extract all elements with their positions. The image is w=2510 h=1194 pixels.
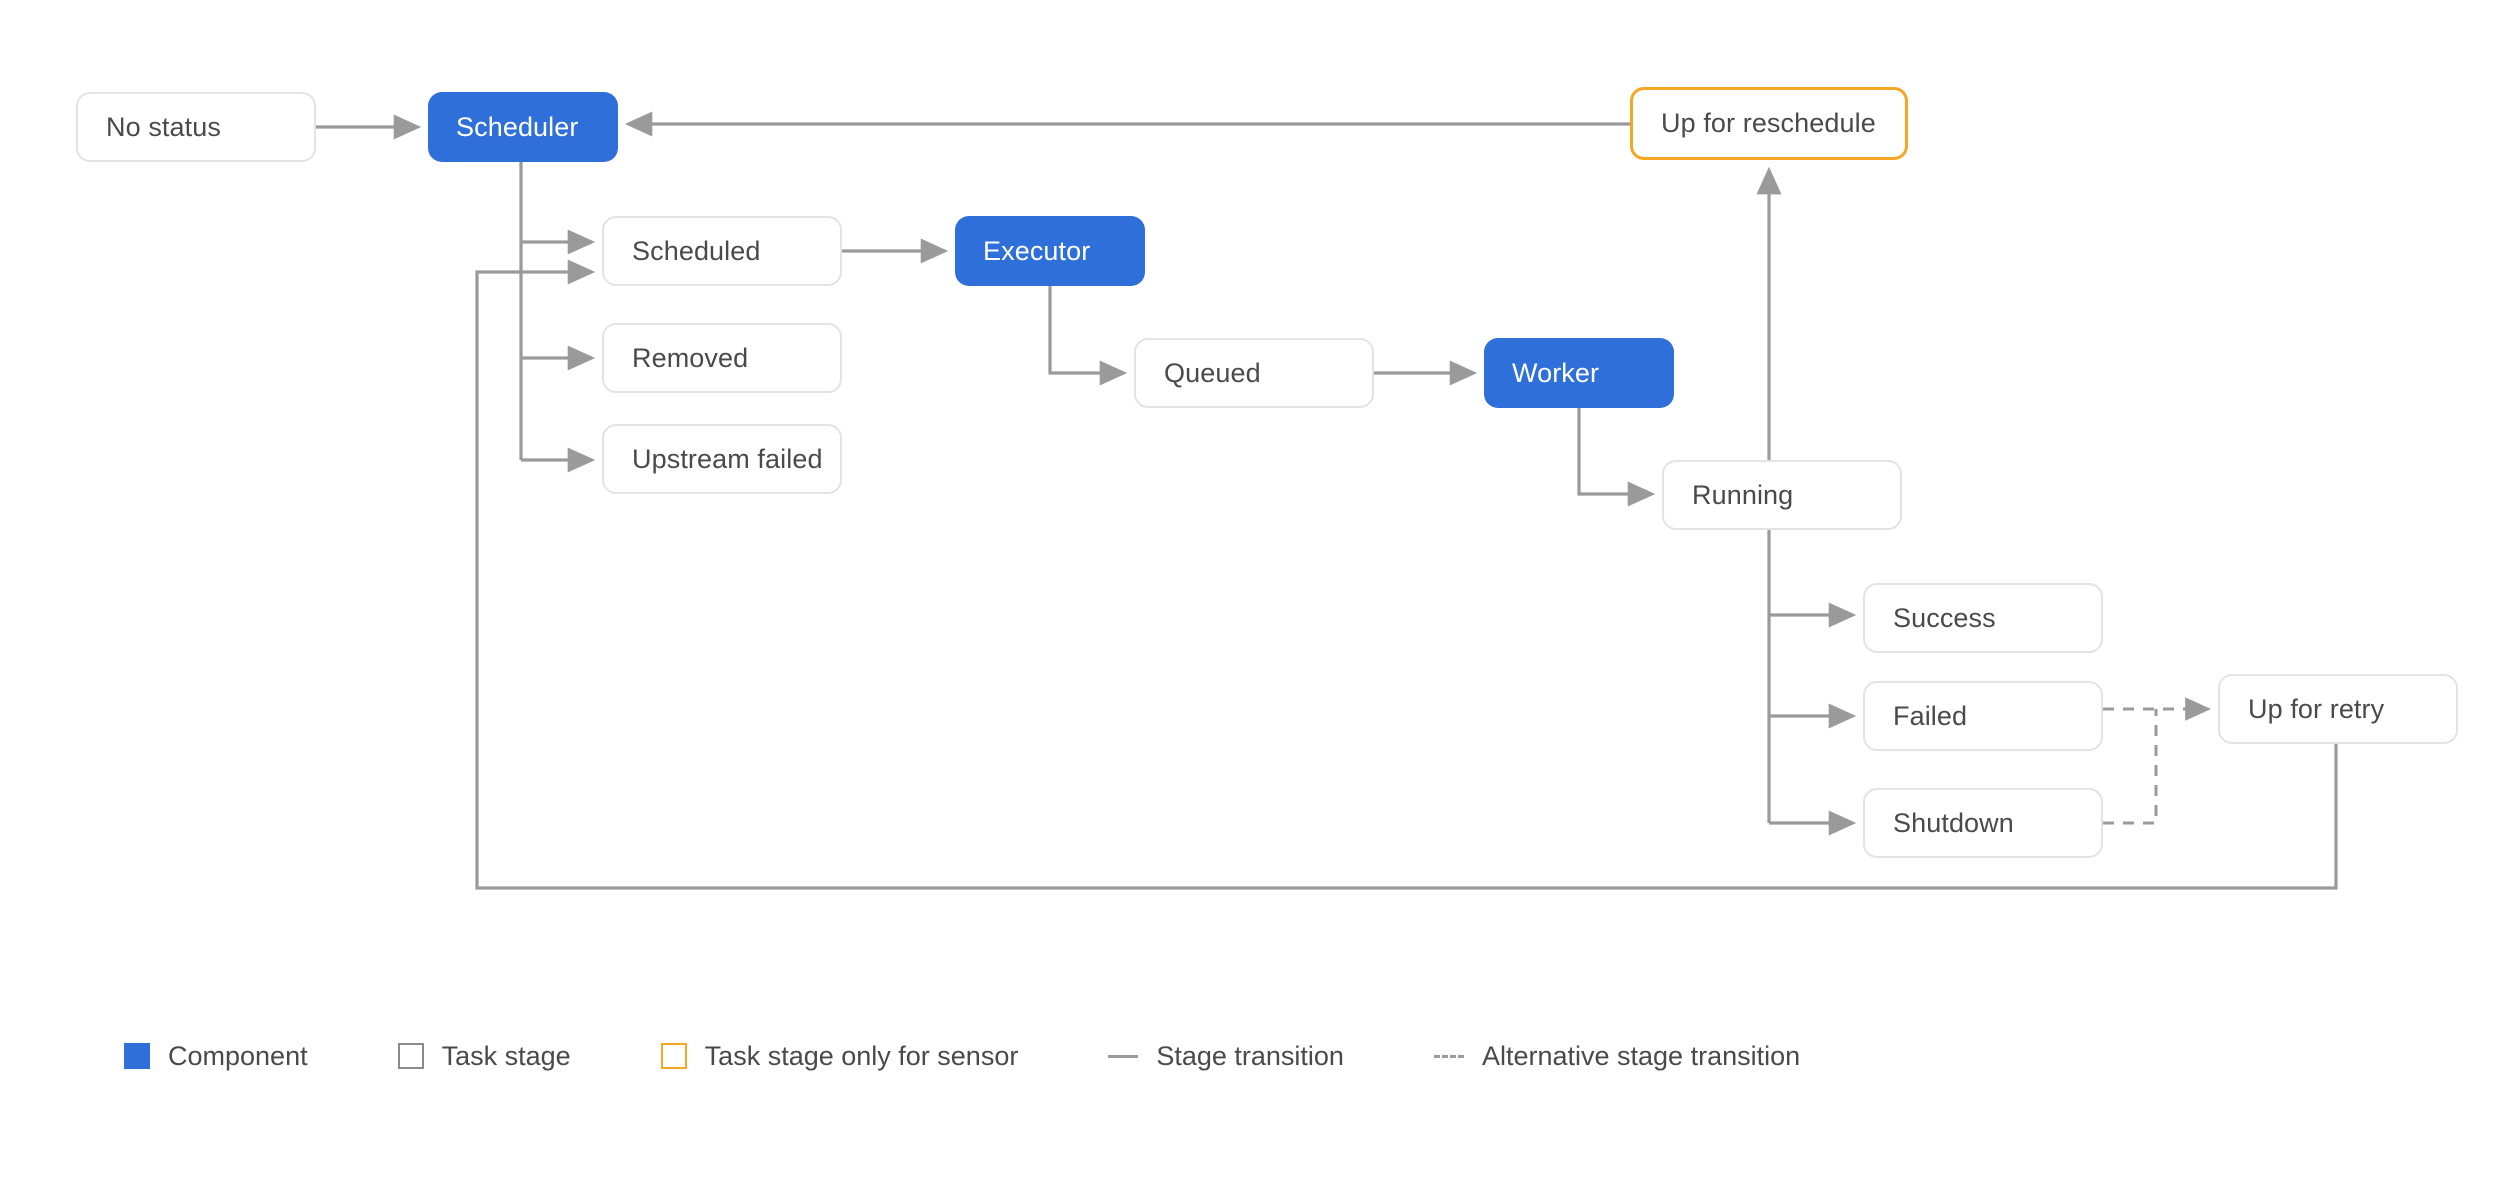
node-shutdown[interactable]: Shutdown <box>1863 788 2103 858</box>
node-running[interactable]: Running <box>1662 460 1902 530</box>
node-label: Success <box>1893 602 1996 633</box>
node-label: No status <box>106 111 221 142</box>
task-stage-sensor-swatch-icon <box>660 1043 687 1069</box>
node-label: Failed <box>1893 700 1968 731</box>
node-removed[interactable]: Removed <box>602 323 842 393</box>
legend: Component Task stage Task stage only for… <box>124 1026 1800 1086</box>
legend-label: Task stage only for sensor <box>704 1040 1019 1071</box>
node-label: Scheduler <box>456 111 579 142</box>
node-scheduled[interactable]: Scheduled <box>602 216 842 286</box>
legend-item-component: Component <box>124 1026 308 1086</box>
legend-label: Component <box>168 1040 308 1071</box>
node-up-for-retry[interactable]: Up for retry <box>2218 674 2458 744</box>
legend-label: Alternative stage transition <box>1481 1040 1801 1071</box>
edge-shutdown-to-up-for-retry <box>2103 709 2158 825</box>
node-upstream-failed[interactable]: Upstream failed <box>602 424 842 494</box>
node-label: Queued <box>1164 357 1261 388</box>
node-label: Removed <box>632 342 749 373</box>
node-executor[interactable]: Executor <box>955 216 1145 286</box>
node-no-status[interactable]: No status <box>76 92 316 162</box>
node-worker[interactable]: Worker <box>1484 338 1674 408</box>
legend-item-alternative-stage-transition: Alternative stage transition <box>1433 1026 1801 1086</box>
node-label: Running <box>1692 479 1794 510</box>
node-label: Worker <box>1512 357 1600 388</box>
node-label: Up for retry <box>2248 693 2385 724</box>
node-failed[interactable]: Failed <box>1863 681 2103 751</box>
edge-executor-to-queued <box>1048 286 1128 386</box>
node-label: Up for reschedule <box>1661 108 1876 138</box>
node-up-for-reschedule[interactable]: Up for reschedule <box>1630 87 1908 160</box>
legend-label: Task stage <box>441 1040 571 1071</box>
node-label: Shutdown <box>1893 807 2014 838</box>
legend-item-task-stage-sensor: Task stage only for sensor <box>660 1026 1019 1086</box>
legend-item-task-stage: Task stage <box>397 1026 571 1086</box>
edge-worker-to-running <box>1577 408 1656 507</box>
legend-item-stage-transition: Stage transition <box>1108 1026 1344 1086</box>
node-label: Executor <box>983 235 1091 266</box>
dashed-line-swatch-icon <box>1433 1054 1464 1058</box>
node-queued[interactable]: Queued <box>1134 338 1374 408</box>
legend-label: Stage transition <box>1156 1040 1344 1071</box>
task-stage-swatch-icon <box>397 1043 424 1069</box>
node-scheduler[interactable]: Scheduler <box>428 92 618 162</box>
node-success[interactable]: Success <box>1863 583 2103 653</box>
node-label: Scheduled <box>632 235 761 266</box>
component-swatch-icon <box>124 1043 150 1069</box>
node-label: Upstream failed <box>632 443 823 474</box>
solid-line-swatch-icon <box>1108 1054 1139 1058</box>
